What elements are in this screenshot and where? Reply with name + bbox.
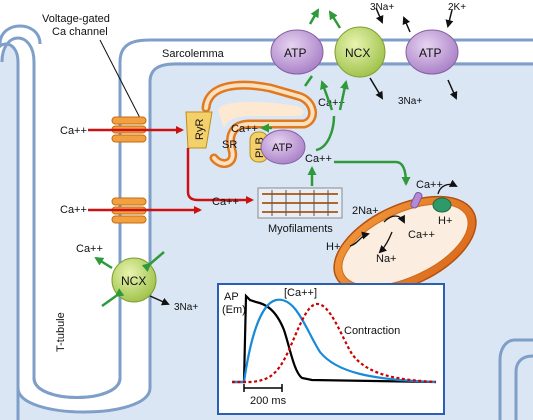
ryr-release-arrow xyxy=(186,148,254,204)
ncx-top-3na-label: 3Na+ xyxy=(370,2,394,13)
mito-na-out-arrow xyxy=(378,231,393,254)
em-label: (Em) xyxy=(222,304,246,316)
ap-ca-contraction-inset xyxy=(217,283,445,415)
mito-h-outer-label: H+ xyxy=(326,241,340,253)
sr-ca-label: Ca++ xyxy=(231,123,258,135)
mito-h-label: H+ xyxy=(438,215,452,227)
ncx-top-ca-efflux-arrow xyxy=(328,10,342,29)
mito-exchanger xyxy=(432,197,452,213)
ca-to-ncx-arrow xyxy=(338,80,349,111)
top-left-loop xyxy=(0,24,42,45)
t-tubule-inner-wall xyxy=(16,62,533,414)
pmca-atp-label: ATP xyxy=(284,46,306,60)
mito-uniporter xyxy=(410,191,423,209)
ryr-channel xyxy=(185,111,213,149)
ncx-ttubule-ca-in xyxy=(141,251,165,272)
cytosolic-ca-label: Ca++ xyxy=(212,196,239,208)
ncx-ttubule-label: NCX xyxy=(121,274,146,288)
sarcoplasmic-reticulum xyxy=(201,80,317,168)
ca-extracellular-upper-label: Ca++ xyxy=(60,125,87,137)
ncx-ttubule-na-in xyxy=(149,295,170,306)
voltage-gated-label: Voltage-gated xyxy=(42,13,110,25)
mito-h-in-arrow xyxy=(349,231,370,247)
ncx-ttubule-ca-label: Ca++ xyxy=(76,243,103,255)
mito-na-exchange-arrow xyxy=(383,214,405,224)
t-tubule-label: T-tubule xyxy=(55,312,67,352)
na-k-atp-label: ATP xyxy=(419,46,441,60)
ca-to-pumps-path xyxy=(315,115,336,152)
ca-channel-label: Ca channel xyxy=(52,26,108,38)
mito-ca-inner-label: Ca++ xyxy=(408,229,435,241)
mito-2na-label: 2Na+ xyxy=(352,205,379,217)
right-tubule xyxy=(498,338,533,420)
ncx-ttubule-na-out xyxy=(101,288,125,308)
pmca-efflux-arrow xyxy=(308,8,320,25)
three-na-lower-label: 3Na+ xyxy=(398,96,422,107)
myofilaments xyxy=(257,187,343,219)
two-k-label: 2K+ xyxy=(448,2,466,13)
myofilament-ca-label: Ca++ xyxy=(305,153,332,165)
mito-ca-outer-label: Ca++ xyxy=(416,179,443,191)
pmca-influx-stub xyxy=(303,75,314,87)
pmca-atp-pump xyxy=(270,29,324,75)
ncx-ttubule-3na-label: 3Na+ xyxy=(174,302,198,313)
mitochondrion xyxy=(333,195,477,295)
ca-trace-label: [Ca++] xyxy=(284,287,317,299)
sr-label: SR xyxy=(222,139,237,151)
scale-bar-label: 200 ms xyxy=(250,395,287,407)
ca-channel-pointer xyxy=(99,39,141,119)
mito-na-label: Na+ xyxy=(376,253,397,265)
na-efflux-arrow xyxy=(402,16,411,33)
ncx-top xyxy=(334,26,386,78)
contraction-label: Contraction xyxy=(344,325,400,337)
serca-atp-label: ATP xyxy=(272,142,293,154)
contraction-trace xyxy=(232,302,437,384)
ncx-ttubule-ca-efflux xyxy=(94,256,113,270)
t-tubule-outer-wall xyxy=(32,62,122,399)
ca-extracellular-lower-label: Ca++ xyxy=(60,204,87,216)
ap-label: AP xyxy=(224,291,239,303)
ap-trace xyxy=(232,293,437,384)
na-k-atpase xyxy=(405,29,459,75)
sarcolemma-label: Sarcolemma xyxy=(162,48,225,60)
ca-to-mito-arrow xyxy=(334,160,411,186)
ncx-top-na-influx-arrow xyxy=(375,7,384,24)
na-k-inward-arrow xyxy=(447,79,458,100)
mito-h-exchange-arrow xyxy=(437,179,458,195)
ncx-top-label: NCX xyxy=(345,46,370,60)
k-influx-arrow xyxy=(445,9,454,28)
ryr-label: RyR xyxy=(194,119,206,140)
pump-ca-label: Ca++ xyxy=(318,97,345,109)
ncx-top-na-inward-arrow xyxy=(369,77,384,100)
ca-to-pumps-arrow xyxy=(320,80,334,111)
right-tubule-outer xyxy=(514,354,533,420)
myofilaments-label: Myofilaments xyxy=(268,223,333,235)
serca-atp-pump xyxy=(260,129,306,165)
